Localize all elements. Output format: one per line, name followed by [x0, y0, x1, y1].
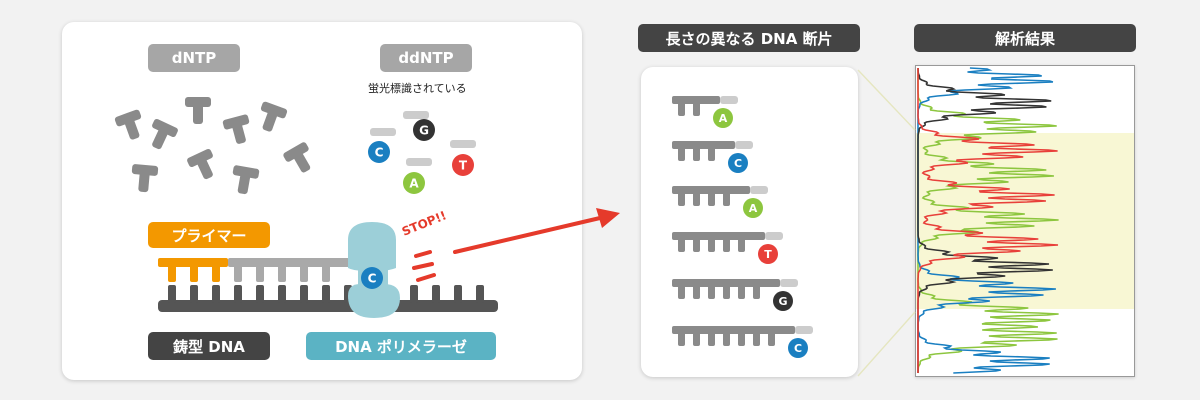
bound-ddntp-c [361, 267, 383, 289]
fragment-base-label: T [764, 248, 772, 261]
growing-tooth [212, 264, 220, 282]
ddntp-molecules: G C T A [368, 111, 476, 194]
fragment-base-label: G [778, 295, 787, 308]
template-tooth [300, 285, 308, 303]
template-tooth [256, 285, 264, 303]
template-tooth [476, 285, 484, 303]
ddntp-base-g-label: G [419, 124, 429, 138]
fragment-base-a [743, 198, 763, 218]
growing-tooth [190, 264, 198, 282]
dna-fragment: G [672, 279, 798, 311]
template-tooth [168, 285, 176, 303]
fragments-label: 長さの異なる DNA 断片 [638, 24, 860, 52]
polymerase-label: DNA ポリメラーゼ [306, 332, 496, 360]
ddntp-base-a [403, 172, 425, 194]
stop-marks [412, 250, 436, 282]
dntp-label: dNTP [148, 44, 240, 72]
template-tooth [322, 285, 330, 303]
ddntp-label: ddNTP [380, 44, 472, 72]
connector-top [857, 69, 916, 131]
fragment-base-a [713, 108, 733, 128]
growing-tooth [168, 264, 176, 282]
dntp-molecule [232, 165, 260, 195]
growing-tooth [322, 264, 330, 282]
dna-fragment: C [672, 141, 753, 173]
fragment-base-c [788, 338, 808, 358]
dntp-molecule [260, 101, 288, 132]
connector-bottom [857, 311, 916, 377]
fragments-panel [641, 67, 858, 377]
growing-tooth [256, 264, 264, 282]
dntp-molecule [185, 97, 211, 124]
dntp-molecule [187, 148, 213, 180]
ddntp-base-t-label: T [459, 159, 468, 173]
fragment-base-label: C [734, 157, 742, 170]
ddntp-base-a-label: A [409, 177, 419, 191]
dntp-molecule [131, 164, 159, 193]
fragment-base-g [773, 291, 793, 311]
fragment-base-label: A [749, 202, 758, 215]
dntp-molecule [283, 142, 311, 173]
dna-polymerase: C [348, 222, 400, 318]
template-tooth [432, 285, 440, 303]
template-tooth [278, 285, 286, 303]
dntp-molecule [114, 109, 142, 140]
template-tooth [212, 285, 220, 303]
fragment-base-t [758, 244, 778, 264]
growing-tooth [278, 264, 286, 282]
ddntp-base-g [413, 119, 435, 141]
growing-strand [158, 258, 356, 282]
template-tooth [454, 285, 462, 303]
template-strand [158, 285, 498, 312]
template-label: 鋳型 DNA [148, 332, 270, 360]
dna-fragment: T [672, 232, 783, 264]
fragment-base-label: A [719, 112, 728, 125]
dntp-molecule [222, 114, 250, 144]
ddntp-note: 蛍光標識されている [368, 82, 467, 95]
ddntp-base-c-label: C [375, 146, 384, 160]
process-arrow [453, 208, 620, 254]
trace-a [917, 68, 1059, 374]
dna-fragment: C [672, 326, 813, 358]
fragment-base-label: C [794, 342, 802, 355]
trace-t [917, 68, 1059, 373]
primer-label: プライマー [148, 222, 270, 248]
bound-ddntp-c-label: C [368, 272, 377, 286]
growing-tooth [234, 264, 242, 282]
ddntp-base-c [368, 141, 390, 163]
results-label: 解析結果 [914, 24, 1136, 52]
template-tooth [234, 285, 242, 303]
dntp-molecules [114, 97, 311, 195]
growing-tooth [300, 264, 308, 282]
fragment-base-c [728, 153, 748, 173]
dna-fragment: A [672, 96, 738, 128]
dna-fragment: A [672, 186, 768, 218]
template-tooth [410, 285, 418, 303]
ddntp-base-t [452, 154, 474, 176]
dntp-molecule [152, 118, 178, 150]
reaction-panel [62, 22, 582, 380]
template-tooth [190, 285, 198, 303]
